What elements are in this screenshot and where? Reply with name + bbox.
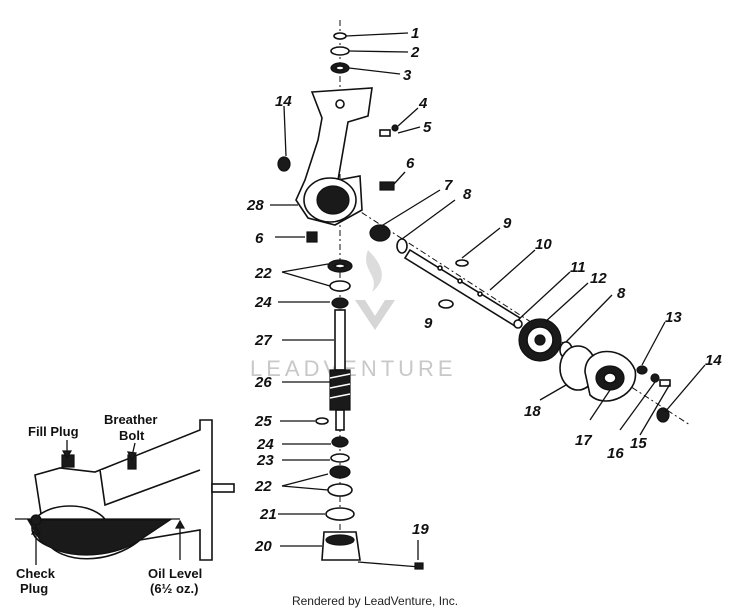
label-15: 15 xyxy=(630,435,647,452)
label-14-left: 14 xyxy=(275,93,292,110)
spur-gear xyxy=(513,318,562,362)
label-19: 19 xyxy=(412,521,429,538)
part-number-labels: 1 2 3 4 5 6 6 7 8 8 9 9 10 11 12 13 14 1… xyxy=(246,25,722,555)
label-11: 11 xyxy=(570,259,586,276)
label-16: 16 xyxy=(607,445,624,462)
label-18: 18 xyxy=(524,403,541,420)
label-28: 28 xyxy=(246,197,264,214)
plug-6-lower xyxy=(306,231,318,243)
footer-credit: Rendered by LeadVenture, Inc. xyxy=(291,594,459,608)
label-7: 7 xyxy=(444,177,453,194)
leader-lines xyxy=(270,32,706,560)
fill-plug-label: Fill Plug xyxy=(28,424,79,439)
label-2: 2 xyxy=(410,44,420,61)
watermark-text: LEADVENTURE xyxy=(250,356,457,381)
label-8-right: 8 xyxy=(617,285,626,302)
label-22-top: 22 xyxy=(254,265,272,282)
label-6-lower: 6 xyxy=(255,230,264,247)
oil-level-inset: Fill Plug Breather Bolt Check Plug Oil L… xyxy=(15,412,235,596)
label-12: 12 xyxy=(590,270,607,287)
breather-label: Breather xyxy=(104,412,157,427)
gear-housing xyxy=(295,87,373,226)
plug-6-top xyxy=(379,181,395,191)
label-26: 26 xyxy=(254,374,272,391)
watermark: LEADVENTURE xyxy=(250,250,457,381)
label-4: 4 xyxy=(418,95,428,112)
vertical-shaft-stack xyxy=(315,259,424,570)
label-21: 21 xyxy=(259,506,277,523)
part-14-left xyxy=(277,156,291,172)
label-23: 23 xyxy=(256,452,274,469)
label-3: 3 xyxy=(403,67,412,84)
label-24-top: 24 xyxy=(254,294,272,311)
label-20: 20 xyxy=(254,538,272,555)
label-5: 5 xyxy=(423,119,432,136)
label-6-top: 6 xyxy=(406,155,415,172)
oil-level-label: Oil Level xyxy=(148,566,202,581)
label-25: 25 xyxy=(254,413,272,430)
oil-amount-label: (6½ oz.) xyxy=(150,581,198,596)
label-24-lower: 24 xyxy=(256,436,274,453)
shaft-assembly xyxy=(369,224,522,328)
bolt-label: Bolt xyxy=(119,428,145,443)
label-13: 13 xyxy=(665,309,682,326)
housing-cover xyxy=(584,350,637,402)
label-22-lower: 22 xyxy=(254,478,272,495)
label-10: 10 xyxy=(535,236,552,253)
check-label: Check xyxy=(16,566,56,581)
top-nut-stack xyxy=(330,32,350,74)
label-8-top: 8 xyxy=(463,186,472,203)
label-9-lower: 9 xyxy=(424,315,433,332)
bolt-4-5 xyxy=(379,124,399,137)
label-1: 1 xyxy=(411,25,419,42)
cover-bolts xyxy=(636,365,671,387)
label-17: 17 xyxy=(575,432,592,449)
label-9-top: 9 xyxy=(503,215,512,232)
label-14-right: 14 xyxy=(705,352,722,369)
label-27: 27 xyxy=(254,332,272,349)
plug-label: Plug xyxy=(20,581,48,596)
